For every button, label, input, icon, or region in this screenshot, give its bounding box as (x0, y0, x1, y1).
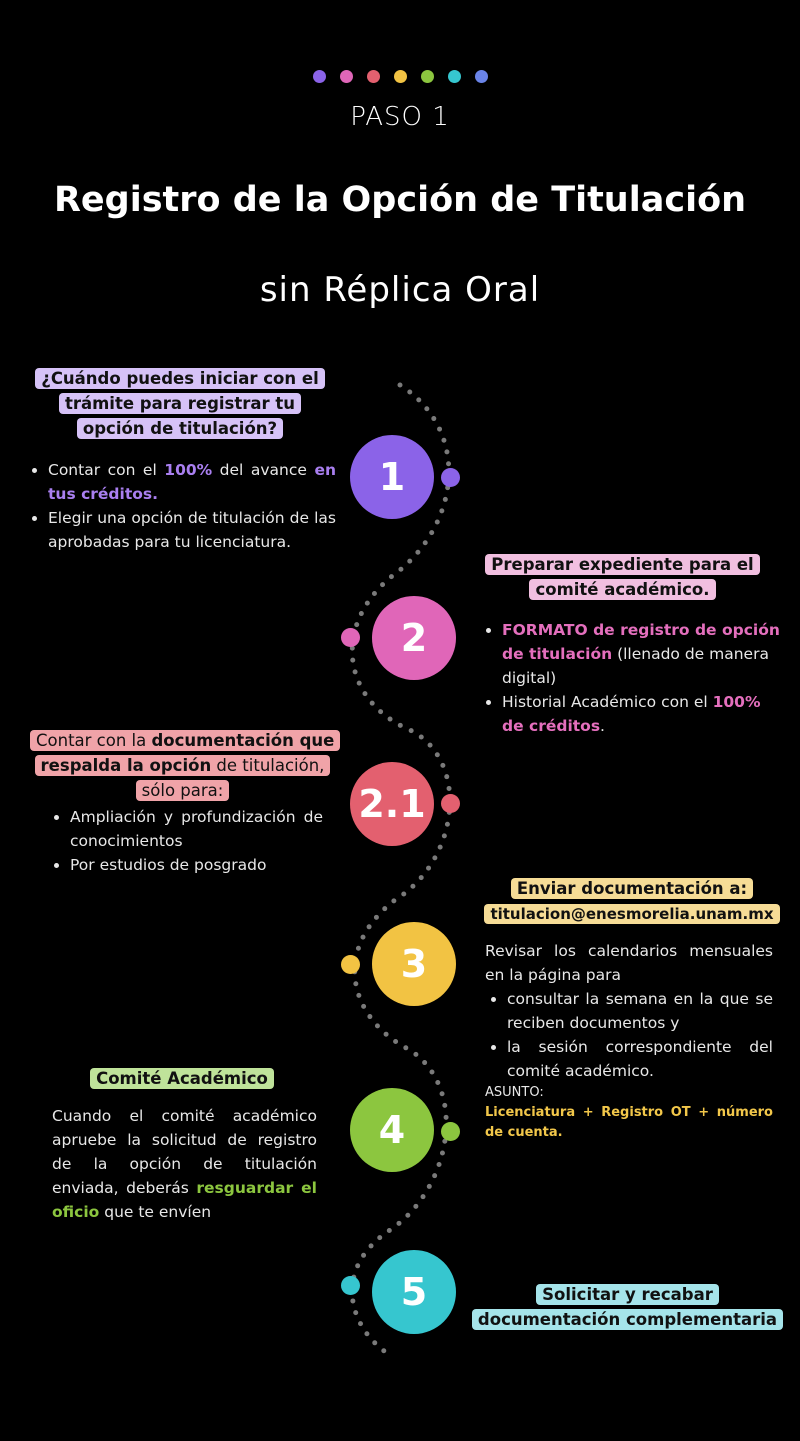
dot-4 (393, 70, 407, 83)
step4-body: Cuando el comité académico apruebe la so… (52, 1107, 317, 1221)
page-subtitle: sin Réplica Oral (259, 270, 541, 310)
step1-heading: ¿Cuándo puedes iniciar con el trámite pa… (30, 366, 330, 441)
step3-body: Revisar los calendarios mensuales en la … (485, 939, 773, 1143)
step2-heading: Preparar expediente para el comité acadé… (470, 552, 775, 602)
connector-dot-5 (441, 1122, 460, 1141)
step2-item-1: FORMATO de registro de opción de titulac… (502, 618, 780, 690)
step1-item-1: Contar con el 100% del avance en tus cré… (48, 458, 336, 506)
step3-subject-label: ASUNTO: (485, 1085, 544, 1100)
step21-item-2: Por estudios de posgrado (70, 853, 323, 877)
step2-list: FORMATO de registro de opción de titulac… (480, 618, 780, 738)
step-circle-2-1: 2.1 (350, 762, 434, 846)
step-circle-1: 1 (350, 435, 434, 519)
connector-dot-1 (441, 468, 460, 487)
step-circle-5: 5 (372, 1250, 456, 1334)
step3-subject: Licenciatura + Registro OT + número de c… (485, 1105, 773, 1140)
dot-6 (447, 70, 461, 83)
dot-2 (339, 70, 353, 83)
step-circle-4: 4 (350, 1088, 434, 1172)
dot-1 (312, 70, 326, 83)
step3-email: titulacion@enesmorelia.unam.mx (484, 904, 780, 924)
step-circle-3: 3 (372, 922, 456, 1006)
connector-dot-3 (441, 794, 460, 813)
dot-7 (474, 70, 488, 83)
step3-item-1: consultar la semana en la que se reciben… (507, 987, 773, 1035)
connector-dot-4 (341, 955, 360, 974)
step3-intro: Revisar los calendarios mensuales en la … (485, 942, 773, 984)
step21-item-1: Ampliación y profundización de conocimie… (70, 805, 323, 853)
step1-list: Contar con el 100% del avance en tus cré… (26, 458, 336, 554)
step5-heading: Solicitar y recabar documentación comple… (470, 1282, 785, 1332)
step1-item-2: Elegir una opción de titulación de las a… (48, 506, 336, 554)
step21-heading: Contar con la documentación que respalda… (30, 728, 341, 803)
dot-3 (366, 70, 380, 83)
step-label: PASO 1 (350, 102, 450, 132)
connector-dot-2 (341, 628, 360, 647)
dot-5 (420, 70, 434, 83)
step21-list: Ampliación y profundización de conocimie… (48, 805, 323, 877)
step-circle-2: 2 (372, 596, 456, 680)
connector-dot-6 (341, 1276, 360, 1295)
step3-heading: Enviar documentación a: titulacion@enesm… (478, 876, 786, 927)
color-dots (0, 70, 800, 83)
step4-heading: Comité Académico (82, 1066, 282, 1091)
step3-item-2: la sesión correspondiente del comité aca… (507, 1035, 773, 1083)
step2-item-2: Historial Académico con el 100% de crédi… (502, 690, 780, 738)
page-title: Registro de la Opción de Titulación (53, 180, 747, 220)
